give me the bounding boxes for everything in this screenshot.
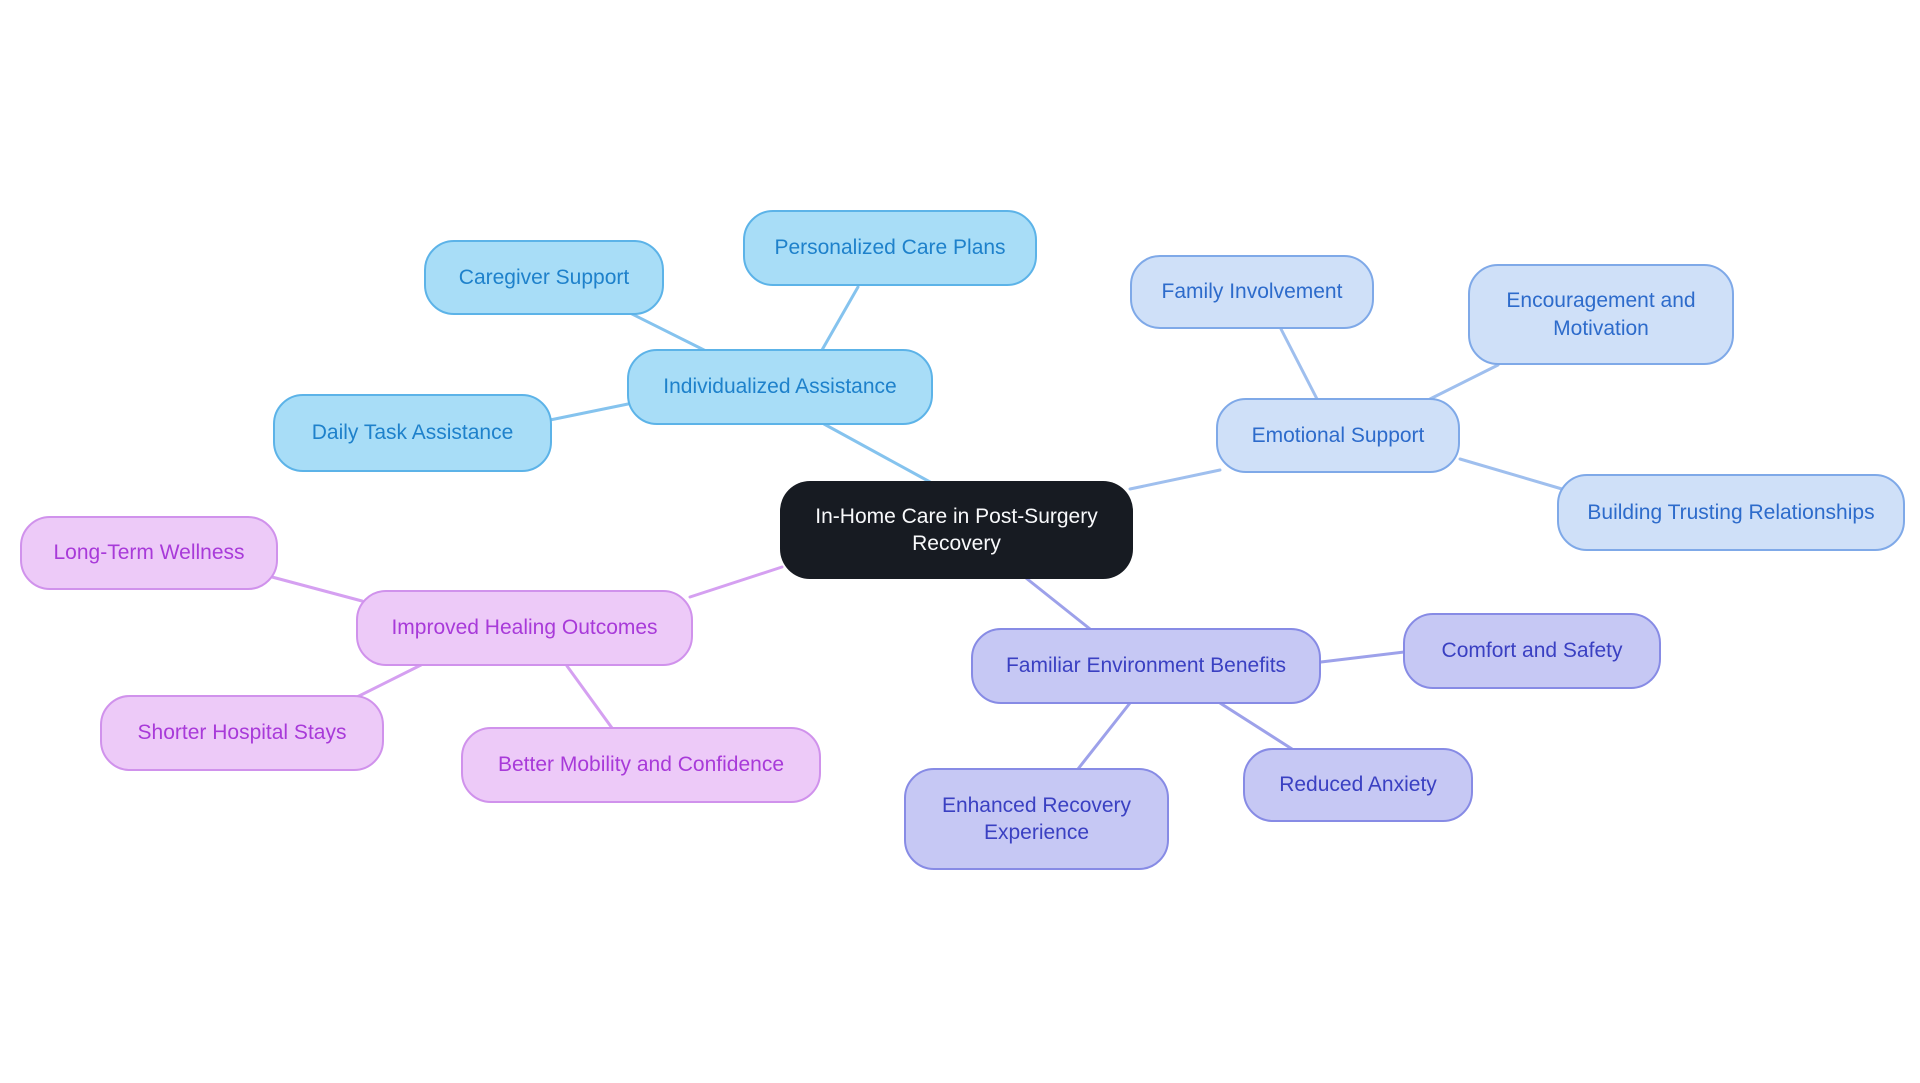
connector-emotional-support-root [1128, 468, 1222, 491]
node-building-trusting-relationships[interactable]: Building Trusting Relationships [1557, 474, 1905, 551]
connector-building-trusting-relationships [1458, 457, 1564, 491]
node-individualized-assistance[interactable]: Individualized Assistance [627, 349, 933, 425]
node-personalized-care-plans[interactable]: Personalized Care Plans [743, 210, 1037, 286]
node-comfort-and-safety[interactable]: Comfort and Safety [1403, 613, 1661, 689]
connector-shorter-hospital-stays [355, 663, 423, 699]
node-root[interactable]: In-Home Care in Post-Surgery Recovery [780, 481, 1133, 579]
node-label: Personalized Care Plans [774, 236, 1006, 260]
connector-daily-task-assistance [548, 402, 630, 422]
connector-improved-healing-root [688, 565, 784, 599]
node-root-label: In-Home Care in Post-Surgery Recovery [815, 504, 1098, 555]
node-label: Enhanced Recovery Experience [941, 793, 1132, 844]
node-label: Better Mobility and Confidence [498, 753, 784, 777]
connector-long-term-wellness [270, 575, 364, 603]
node-shorter-hospital-stays[interactable]: Shorter Hospital Stays [100, 695, 384, 771]
node-family-involvement[interactable]: Family Involvement [1130, 255, 1374, 329]
connector-personalized-care-plans [820, 285, 860, 352]
node-label: Family Involvement [1161, 280, 1343, 304]
connector-reduced-anxiety [1218, 701, 1294, 751]
node-label: Shorter Hospital Stays [137, 721, 347, 745]
node-label: Comfort and Safety [1441, 639, 1623, 663]
node-daily-task-assistance[interactable]: Daily Task Assistance [273, 394, 552, 472]
node-emotional-support[interactable]: Emotional Support [1216, 398, 1460, 473]
node-label: Caregiver Support [458, 265, 630, 289]
node-improved-healing-outcomes[interactable]: Improved Healing Outcomes [356, 590, 693, 666]
node-label: Improved Healing Outcomes [391, 616, 658, 640]
node-label: Building Trusting Relationships [1587, 500, 1875, 524]
connector-family-involvement [1279, 327, 1319, 401]
node-better-mobility-and-confidence[interactable]: Better Mobility and Confidence [461, 727, 821, 803]
connector-comfort-and-safety [1319, 650, 1406, 664]
node-enhanced-recovery-experience[interactable]: Enhanced Recovery Experience [904, 768, 1169, 870]
node-label: Familiar Environment Benefits [1005, 654, 1287, 678]
connector-familiar-environment-root [1024, 576, 1092, 631]
node-label: Long-Term Wellness [53, 541, 245, 565]
node-long-term-wellness[interactable]: Long-Term Wellness [20, 516, 278, 590]
node-label: Reduced Anxiety [1279, 773, 1437, 797]
connector-enhanced-recovery-experience [1076, 701, 1132, 771]
node-caregiver-support[interactable]: Caregiver Support [424, 240, 664, 315]
node-familiar-environment-benefits[interactable]: Familiar Environment Benefits [971, 628, 1321, 704]
connector-encouragement-and-motivation [1428, 363, 1500, 401]
node-label: Individualized Assistance [663, 375, 897, 399]
node-label: Emotional Support [1251, 423, 1425, 447]
node-reduced-anxiety[interactable]: Reduced Anxiety [1243, 748, 1473, 822]
node-label: Encouragement and Motivation [1506, 289, 1696, 340]
node-label: Daily Task Assistance [311, 421, 514, 445]
connector-better-mobility-and-confidence [565, 664, 614, 730]
node-encouragement-and-motivation[interactable]: Encouragement and Motivation [1468, 264, 1734, 365]
connector-individualized-assistance-root [822, 422, 932, 484]
